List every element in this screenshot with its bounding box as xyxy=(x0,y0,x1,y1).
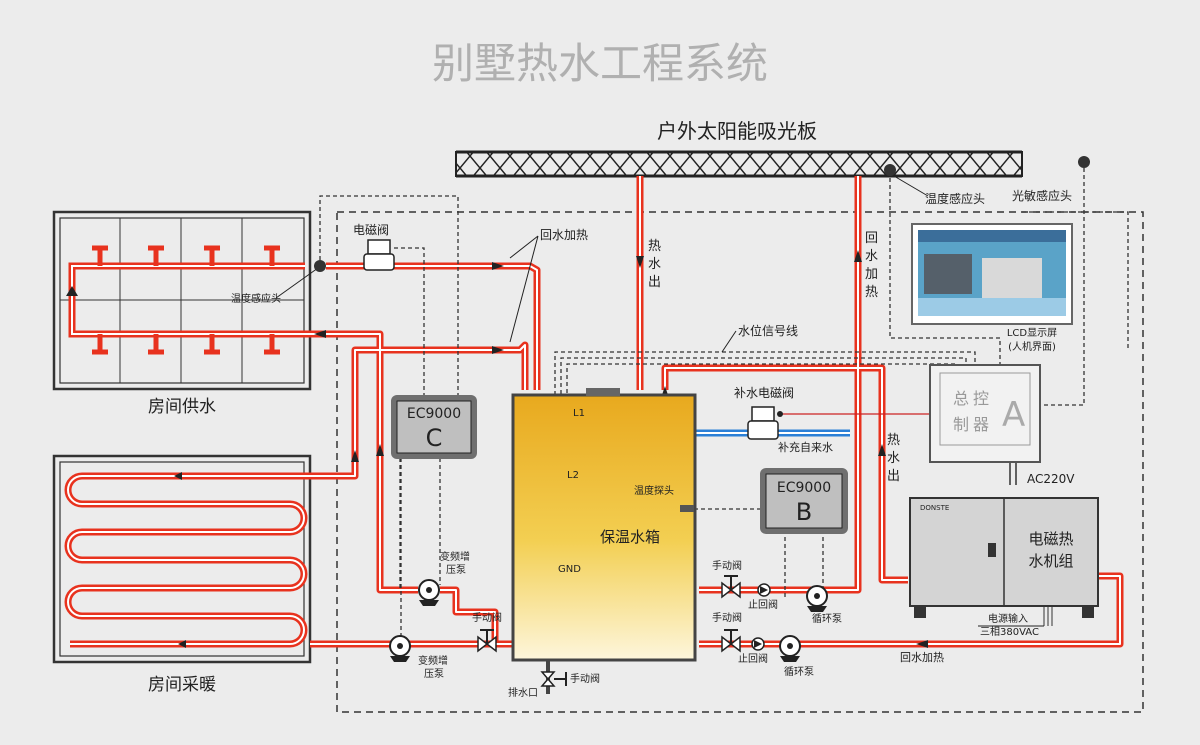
manual-valve-1-label: 手动阀 xyxy=(472,611,502,624)
circ-pump-1-label: 循环泵 xyxy=(812,612,842,625)
circ-pump-2-icon[interactable] xyxy=(779,635,801,662)
return-heat-bottom-label: 回水加热 xyxy=(900,651,944,664)
room-heating-panel xyxy=(52,454,312,664)
svg-text:电源输入: 电源输入 xyxy=(988,612,1028,625)
svg-text:器: 器 xyxy=(973,415,989,434)
manual-valve-3-label: 手动阀 xyxy=(712,611,742,624)
lcd-label: LCD显示屏 (人机界面) xyxy=(1007,327,1057,353)
check-valve-1-icon[interactable] xyxy=(757,583,771,597)
svg-text:电磁热: 电磁热 xyxy=(1028,530,1073,548)
ac220-label: AC220V xyxy=(1027,472,1075,486)
level-l2-label: L2 xyxy=(567,470,579,481)
manual-valve-3-icon[interactable] xyxy=(721,629,741,653)
svg-text:出: 出 xyxy=(887,469,900,484)
svg-text:热: 热 xyxy=(865,285,878,300)
manual-valve-2-icon[interactable] xyxy=(721,575,741,599)
check-valve-2-label: 止回阀 xyxy=(738,652,768,665)
svg-text:水: 水 xyxy=(887,451,900,466)
svg-text:热: 热 xyxy=(648,239,661,254)
lcd-screen[interactable] xyxy=(911,223,1073,325)
heat-unit: DONSTE xyxy=(909,497,1099,618)
makeup-water-label: 补充自来水 xyxy=(778,440,833,454)
svg-text:回: 回 xyxy=(865,231,878,246)
drain-manual-label: 手动阀 xyxy=(570,672,600,685)
circ-pump-2-label: 循环泵 xyxy=(784,665,814,678)
makeup-solenoid-icon[interactable] xyxy=(747,406,783,440)
hot-water-out-2: 热 水 出 xyxy=(887,433,900,484)
svg-text:出: 出 xyxy=(648,275,661,290)
svg-text:C: C xyxy=(426,424,443,452)
controller-a[interactable]: 总 控 制 器 A xyxy=(929,364,1041,463)
svg-text:总: 总 xyxy=(953,389,969,408)
solar-panel-label: 户外太阳能吸光板 xyxy=(657,119,817,143)
signal-line-label: 水位信号线 xyxy=(738,323,798,338)
manual-valve-1-icon[interactable] xyxy=(477,629,497,653)
svg-text:变频增: 变频增 xyxy=(418,654,448,667)
solar-temp-sensor-icon xyxy=(884,164,896,176)
svg-text:DONSTE: DONSTE xyxy=(920,504,949,512)
insulated-tank xyxy=(511,388,697,662)
room-temp-sensor-icon xyxy=(314,260,326,272)
svg-text:水机组: 水机组 xyxy=(1028,552,1073,570)
check-valve-1-label: 止回阀 xyxy=(748,598,778,611)
svg-text:压泵: 压泵 xyxy=(424,668,444,680)
svg-text:(人机界面): (人机界面) xyxy=(1008,340,1056,353)
svg-text:EC9000: EC9000 xyxy=(777,480,831,496)
solenoid-valve-icon[interactable] xyxy=(363,239,395,271)
svg-text:水: 水 xyxy=(865,249,878,264)
page-title: 别墅热水工程系统 xyxy=(432,39,768,88)
svg-text:热: 热 xyxy=(887,433,900,448)
level-l1-label: L1 xyxy=(573,408,585,419)
temp-probe-icon xyxy=(680,505,694,512)
svg-text:压泵: 压泵 xyxy=(446,564,466,576)
solar-temp-sensor-label: 温度感应头 xyxy=(925,191,985,206)
return-heat-top-label: 回水加热 xyxy=(540,228,588,242)
power-input-label: 电源输入 三相380VAC xyxy=(980,612,1039,638)
svg-text:LCD显示屏: LCD显示屏 xyxy=(1007,327,1057,339)
room-supply-label: 房间供水 xyxy=(148,397,216,417)
manual-valve-2-label: 手动阀 xyxy=(712,559,742,572)
svg-text:B: B xyxy=(796,498,812,526)
light-sensor-label: 光敏感应头 xyxy=(1012,188,1072,203)
system-boundary xyxy=(336,211,1144,713)
svg-text:制: 制 xyxy=(953,415,969,434)
booster-pump-1-icon[interactable] xyxy=(418,579,440,606)
svg-text:三相380VAC: 三相380VAC xyxy=(980,625,1039,638)
drain-valve-icon[interactable] xyxy=(540,660,567,694)
svg-text:EC9000: EC9000 xyxy=(407,406,461,422)
svg-text:控: 控 xyxy=(973,389,989,408)
temp-probe-label: 温度探头 xyxy=(634,484,674,497)
circ-pump-1-icon[interactable] xyxy=(806,585,828,612)
svg-text:变频增: 变频增 xyxy=(440,550,470,563)
room-supply-panel xyxy=(52,210,312,391)
solenoid-valve-label: 电磁阀 xyxy=(353,222,389,237)
controller-b[interactable]: EC9000 B xyxy=(760,468,848,534)
light-sensor-icon xyxy=(1078,156,1090,168)
room-temp-sensor-label: 温度感应头 xyxy=(231,292,281,305)
drain-outlet-label: 排水口 xyxy=(508,686,538,699)
tank-label: 保温水箱 xyxy=(600,528,660,546)
svg-text:A: A xyxy=(1002,395,1025,435)
svg-text:加: 加 xyxy=(865,267,878,282)
check-valve-2-icon[interactable] xyxy=(751,637,765,651)
booster-pump-2-icon[interactable] xyxy=(389,635,411,662)
booster-pump-1-label: 变频增 压泵 xyxy=(440,550,470,576)
booster-pump-2-label: 变频增 压泵 xyxy=(418,654,448,680)
room-heating-label: 房间采暖 xyxy=(148,675,216,695)
heat-unit-label: 电磁热 水机组 xyxy=(1028,530,1073,570)
return-heat-right: 回 水 加 热 xyxy=(865,231,878,300)
hot-water-out-1: 热 水 出 xyxy=(648,239,661,290)
level-gnd-label: GND xyxy=(558,564,581,575)
svg-text:水: 水 xyxy=(648,257,661,272)
makeup-solenoid-label: 补水电磁阀 xyxy=(734,385,794,400)
solar-panel xyxy=(455,150,1023,178)
controller-c[interactable]: EC9000 C xyxy=(391,395,477,459)
